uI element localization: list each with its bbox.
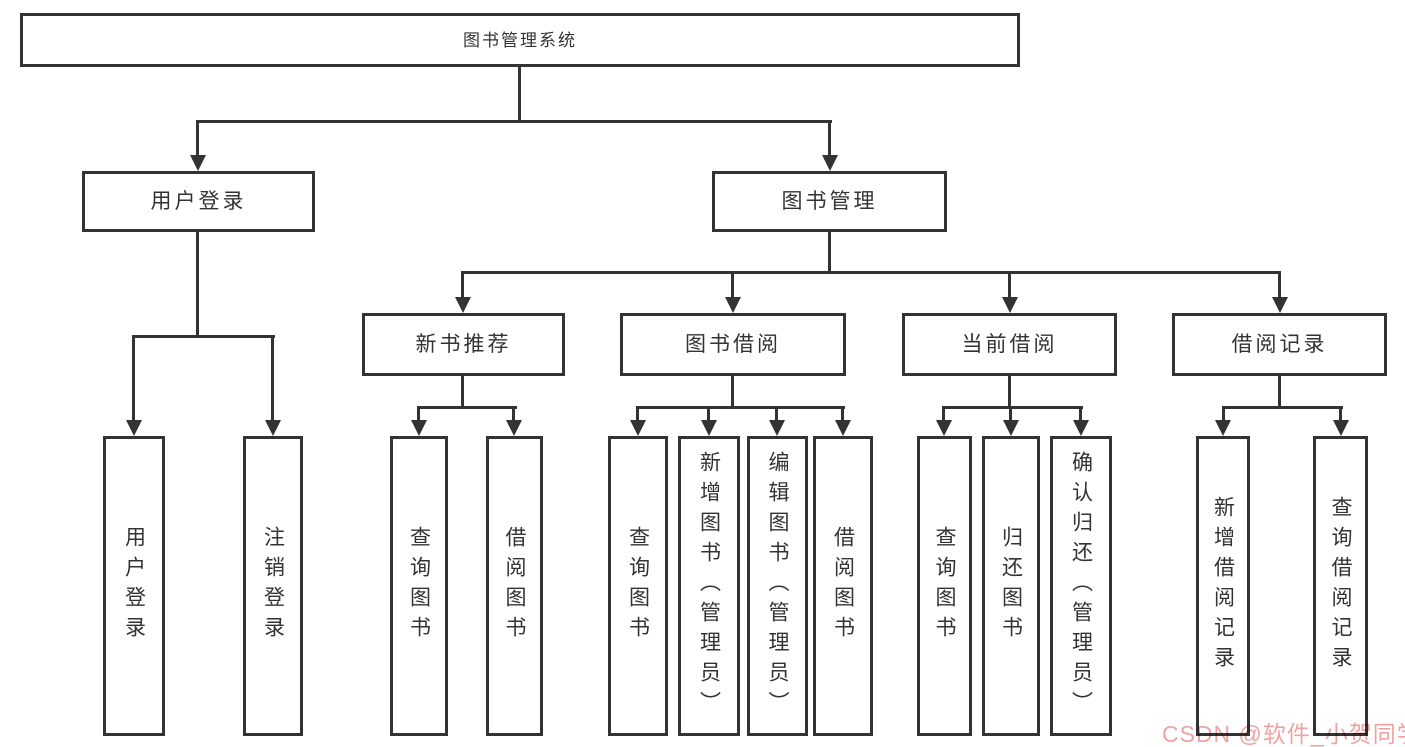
arrowhead-down-icon	[265, 420, 281, 436]
node-current-borrow-label: 当前借阅	[961, 333, 1058, 356]
connector-line	[636, 406, 845, 409]
node-book-management-label: 图书管理	[781, 190, 878, 213]
connector-line	[417, 406, 517, 409]
connector-line	[707, 406, 710, 422]
leaf-return-books-label: 归还图书	[999, 526, 1023, 646]
arrowhead-down-icon	[411, 420, 427, 436]
leaf-add-book-admin-label: 新增图书（管理员）	[697, 451, 721, 721]
connector-line	[196, 120, 832, 123]
leaf-borrow-books-borrow-label: 借阅图书	[831, 526, 855, 646]
node-book-borrow: 图书借阅	[620, 313, 846, 376]
leaf-edit-book-admin: 编辑图书（管理员）	[747, 436, 808, 736]
node-book-borrow-label: 图书借阅	[685, 333, 781, 356]
node-user-login-label: 用户登录	[150, 190, 247, 213]
connector-line	[461, 376, 464, 408]
arrowhead-down-icon	[701, 420, 717, 436]
leaf-add-borrow-record: 新增借阅记录	[1196, 436, 1250, 736]
arrowhead-down-icon	[190, 155, 206, 171]
node-new-book-recommend-label: 新书推荐	[415, 333, 512, 356]
leaf-query-books-recommend: 查询图书	[390, 436, 448, 736]
node-borrow-records: 借阅记录	[1172, 313, 1387, 376]
connector-line	[1278, 376, 1281, 408]
leaf-return-books: 归还图书	[982, 436, 1040, 736]
leaf-user-login-label: 用户登录	[122, 526, 146, 646]
leaf-query-books-borrow: 查询图书	[608, 436, 668, 736]
arrowhead-down-icon	[936, 420, 952, 436]
leaf-add-book-admin: 新增图书（管理员）	[678, 436, 740, 736]
arrowhead-down-icon	[630, 420, 646, 436]
connector-line	[636, 406, 639, 422]
connector-line	[132, 335, 275, 338]
leaf-query-books-recommend-label: 查询图书	[407, 526, 431, 646]
arrowhead-down-icon	[835, 420, 851, 436]
connector-line	[1008, 271, 1011, 301]
connector-line	[1079, 406, 1082, 422]
node-book-management: 图书管理	[712, 171, 947, 232]
arrowhead-down-icon	[506, 420, 522, 436]
connector-line	[828, 232, 831, 274]
arrowhead-down-icon	[1215, 420, 1231, 436]
csdn-watermark: CSDN @软件_小贺同学	[1162, 721, 1405, 747]
leaf-borrow-books-recommend: 借阅图书	[486, 436, 543, 736]
connector-line	[1278, 271, 1281, 301]
connector-line	[196, 232, 199, 338]
arrowhead-down-icon	[725, 297, 741, 313]
leaf-query-books-current: 查询图书	[917, 436, 972, 736]
connector-line	[1222, 406, 1343, 409]
leaf-query-borrow-record-label: 查询借阅记录	[1329, 496, 1352, 676]
connector-line	[828, 120, 831, 158]
connector-line	[1339, 406, 1342, 422]
connector-line	[942, 406, 1083, 409]
connector-line	[461, 271, 464, 301]
connector-line	[512, 406, 515, 422]
arrowhead-down-icon	[1272, 297, 1288, 313]
arrowhead-down-icon	[1003, 420, 1019, 436]
arrowhead-down-icon	[1073, 420, 1089, 436]
connector-line	[1222, 406, 1225, 422]
connector-line	[841, 406, 844, 422]
connector-line	[731, 271, 734, 301]
connector-line	[271, 335, 274, 422]
leaf-query-books-current-label: 查询图书	[933, 526, 956, 646]
leaf-edit-book-admin-label: 编辑图书（管理员）	[766, 451, 789, 721]
arrowhead-down-icon	[1002, 297, 1018, 313]
connector-line	[1009, 406, 1012, 422]
arrowhead-down-icon	[1333, 420, 1349, 436]
connector-line	[461, 271, 1281, 274]
node-user-login: 用户登录	[82, 171, 315, 232]
connector-line	[775, 406, 778, 422]
leaf-add-borrow-record-label: 新增借阅记录	[1211, 496, 1235, 676]
connector-line	[1008, 376, 1011, 408]
connector-line	[417, 406, 420, 422]
node-root-label: 图书管理系统	[463, 30, 577, 50]
node-root: 图书管理系统	[20, 13, 1020, 67]
leaf-query-books-borrow-label: 查询图书	[626, 526, 650, 646]
leaf-user-login: 用户登录	[103, 436, 165, 736]
connector-line	[518, 67, 521, 122]
connector-line	[731, 376, 734, 408]
arrowhead-down-icon	[455, 297, 471, 313]
arrowhead-down-icon	[126, 420, 142, 436]
arrowhead-down-icon	[822, 155, 838, 171]
leaf-logout-label: 注销登录	[261, 526, 285, 646]
connector-line	[942, 406, 945, 422]
connector-line	[196, 120, 199, 158]
node-current-borrow: 当前借阅	[902, 313, 1117, 376]
node-new-book-recommend: 新书推荐	[362, 313, 565, 376]
leaf-borrow-books-borrow: 借阅图书	[813, 436, 873, 736]
connector-line	[132, 335, 135, 422]
leaf-query-borrow-record: 查询借阅记录	[1313, 436, 1368, 736]
leaf-confirm-return-admin: 确认归还（管理员）	[1050, 436, 1112, 736]
node-borrow-records-label: 借阅记录	[1231, 333, 1328, 356]
leaf-logout: 注销登录	[243, 436, 303, 736]
arrowhead-down-icon	[769, 420, 785, 436]
leaf-confirm-return-admin-label: 确认归还（管理员）	[1069, 451, 1093, 721]
leaf-borrow-books-recommend-label: 借阅图书	[503, 526, 526, 646]
